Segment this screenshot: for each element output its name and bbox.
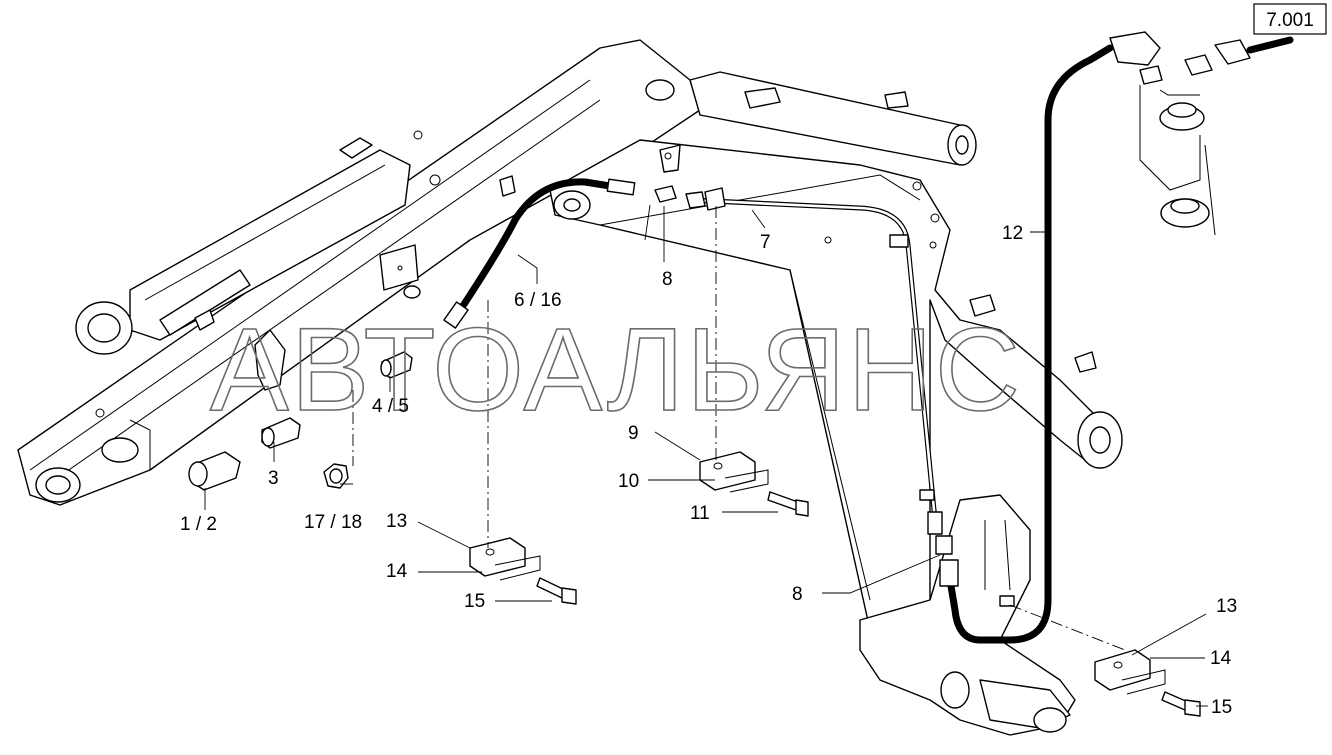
reference-box[interactable]: 7.001	[1253, 3, 1327, 35]
callout-6-16: 6 / 16	[514, 290, 562, 311]
watermark-text: АВТОАЛЬЯНС	[210, 304, 1022, 436]
reference-number: 7.001	[1266, 10, 1314, 31]
cap-17-18	[323, 463, 349, 489]
callout-15-left: 15	[464, 591, 485, 612]
callout-7: 7	[760, 232, 771, 253]
callout-17-18: 17 / 18	[304, 512, 362, 533]
bolt-15-left	[536, 577, 577, 605]
callout-14-left: 14	[386, 561, 408, 582]
bolt-11	[767, 491, 809, 517]
callout-11: 11	[690, 503, 710, 524]
callout-10: 10	[618, 471, 639, 492]
callout-13-left: 13	[386, 511, 407, 532]
clamp-13-14-left	[469, 537, 541, 581]
callout-8-top: 8	[662, 269, 673, 290]
small-brackets	[254, 175, 726, 391]
callout-4-5: 4 / 5	[372, 396, 409, 417]
hose-12	[935, 44, 1114, 644]
clamp-13-14-right	[1094, 649, 1166, 695]
fitting-8-top	[654, 144, 706, 209]
callout-labels: 1 / 2 3 4 / 5 17 / 18 6 / 16 8 7 12 9 10…	[180, 223, 1237, 718]
fitting-3	[261, 417, 301, 449]
pipe-7	[687, 197, 943, 535]
tee-fitting-assembly	[1109, 31, 1294, 236]
bucket-linkage	[859, 494, 1076, 736]
boom-top-cylinder	[689, 71, 977, 166]
callout-15-right: 15	[1211, 697, 1232, 718]
leader-lines	[204, 204, 1208, 707]
callout-3: 3	[268, 468, 279, 489]
clamp-9-10	[699, 451, 769, 493]
callout-9: 9	[628, 423, 639, 444]
bolt-15-right	[1161, 691, 1201, 717]
callout-13-right: 13	[1216, 596, 1237, 617]
assembly-lines	[352, 206, 1126, 651]
fitting-4-5	[380, 351, 413, 379]
callout-12: 12	[1002, 223, 1023, 244]
callout-1-2: 1 / 2	[180, 514, 217, 535]
dipper-arm	[549, 139, 1123, 641]
callout-8-bottom: 8	[792, 584, 803, 605]
hose-6-16	[443, 178, 636, 329]
fitting-1-2	[188, 451, 241, 491]
callout-14-right: 14	[1210, 648, 1232, 669]
boom-arm	[17, 39, 701, 506]
boom-cylinder	[75, 137, 411, 355]
